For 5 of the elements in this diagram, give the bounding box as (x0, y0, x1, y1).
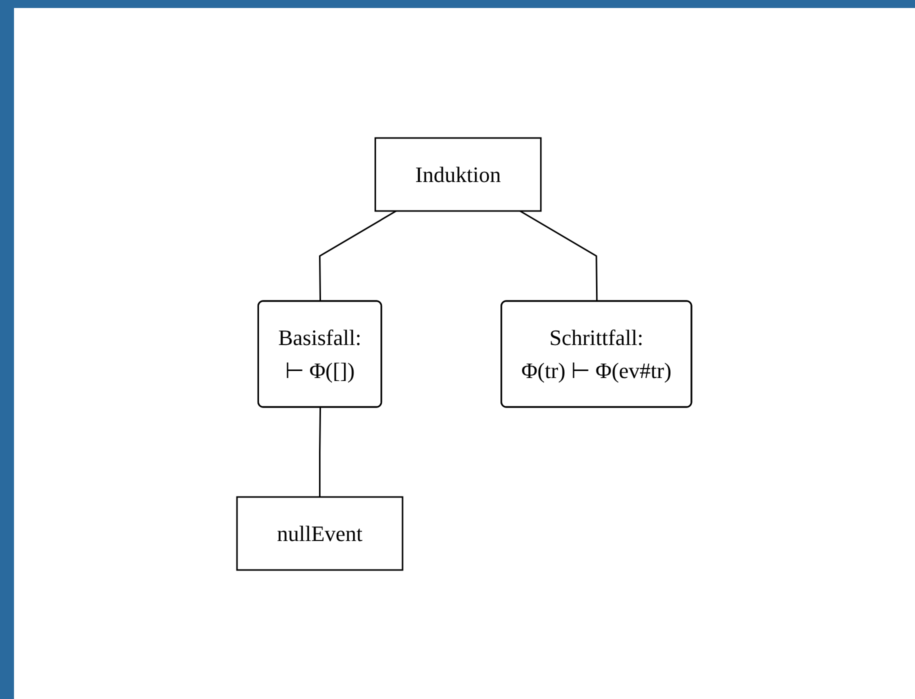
connector (520, 210, 598, 301)
connector (319, 210, 397, 301)
connector (319, 406, 322, 496)
node-box: nullEvent (236, 496, 404, 570)
node-box: Induktion (374, 136, 542, 212)
